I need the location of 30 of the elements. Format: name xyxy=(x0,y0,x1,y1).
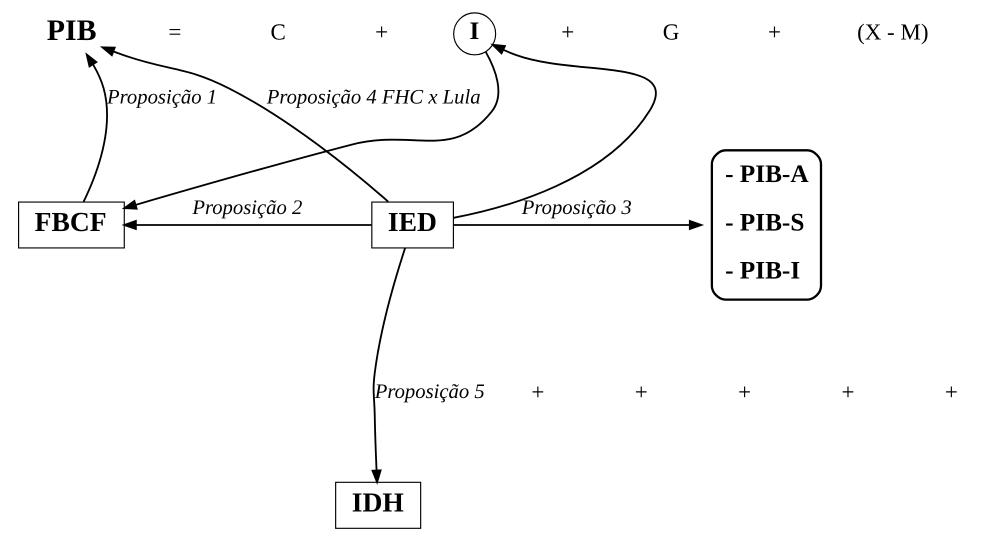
node-box: IDH xyxy=(334,482,421,529)
label: + xyxy=(841,380,854,405)
label: C xyxy=(270,20,286,45)
label: = xyxy=(168,20,181,45)
label: G xyxy=(662,20,679,45)
label: + xyxy=(944,380,958,405)
node-text: PIB xyxy=(46,14,96,47)
node-circle: I xyxy=(452,12,496,56)
edge-label: Proposição 3 xyxy=(521,196,632,219)
arrow xyxy=(82,52,108,202)
label: + xyxy=(374,20,388,45)
node-box: - PIB-A - PIB-S - PIB-I xyxy=(710,149,822,301)
label: + xyxy=(560,20,574,45)
edge-label: Proposição 4 FHC x Lula xyxy=(266,86,480,109)
label: + xyxy=(767,20,780,45)
edge-label: Proposição 5 xyxy=(374,380,484,403)
arrow xyxy=(453,220,704,230)
edge-label: Proposição 1 xyxy=(106,86,217,109)
arrow xyxy=(99,46,388,202)
label: + xyxy=(634,380,648,405)
node-box: IED xyxy=(370,201,454,249)
label: + xyxy=(738,380,751,405)
edge-label: Proposição 2 xyxy=(192,196,302,219)
arrow xyxy=(121,220,371,230)
label: (X - M) xyxy=(856,20,928,45)
node-box: FBCF xyxy=(18,201,124,249)
arrow xyxy=(452,44,656,219)
arrow xyxy=(370,248,406,485)
arrow xyxy=(121,52,499,210)
label: + xyxy=(530,380,544,405)
